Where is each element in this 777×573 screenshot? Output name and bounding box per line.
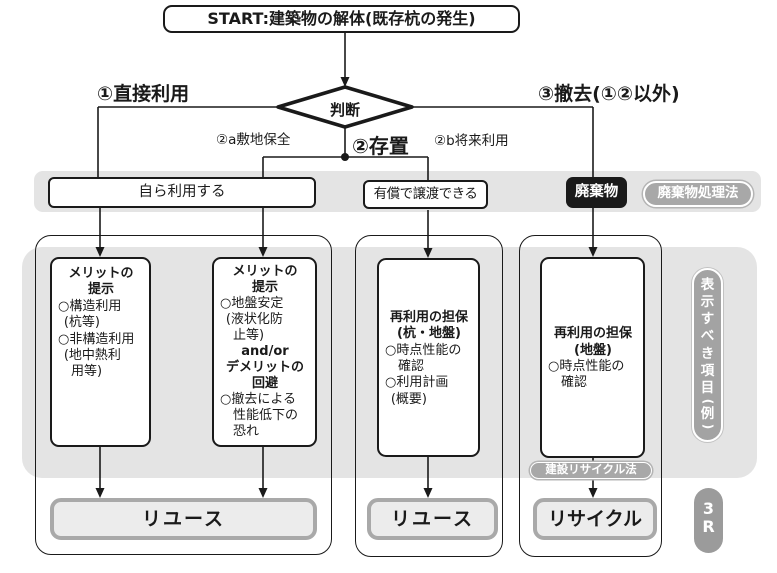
box-heading: デメリットの — [225, 359, 304, 375]
pill-waste-law-label: 廃棄物処理法 — [657, 185, 739, 201]
box-line: ○利用計画 — [385, 375, 449, 391]
box-merit-direct: メリットの 提示 ○構造利用 (杭等) ○非構造利用 (地中熱利 用等) — [50, 257, 151, 447]
decision-label: 判断 — [278, 99, 412, 120]
node-transfer-label: 有償で譲渡できる — [373, 186, 478, 202]
node-reuse-small: リユース — [367, 498, 498, 540]
pill-waste-law: 廃棄物処理法 — [643, 181, 753, 207]
box-heading: 再利用の担保 — [389, 309, 468, 325]
box-line: 確認 — [398, 359, 425, 374]
badge-3r: 3 R — [694, 488, 723, 553]
container-transfer — [355, 235, 503, 557]
pill-display-items-text: 表示すべき項目 — [700, 277, 715, 396]
start-node: START:建築物の解体(既存杭の発生) — [163, 5, 520, 33]
box-line: (概要) — [390, 391, 427, 407]
box-heading: 回避 — [251, 375, 278, 391]
box-connector-label: and/or — [241, 343, 289, 359]
pill-display-items: 表示すべき項目 ( 例 ) — [692, 268, 723, 442]
box-heading: 提示 — [251, 279, 278, 295]
node-waste: 廃棄物 — [566, 177, 627, 208]
vertical-paren-open: ( — [701, 398, 715, 405]
box-line: 確認 — [561, 375, 588, 391]
box-line: 用等) — [71, 364, 103, 380]
node-recycle-label: リサイクル — [547, 508, 643, 530]
branch-label-leave-b: ②b将来利用 — [434, 133, 509, 149]
box-heading: (杭・地盤) — [397, 326, 461, 342]
box-merit-leave: メリットの 提示 ○地盤安定 (液状化防 止等) and/or デメリットの 回… — [212, 257, 317, 447]
box-heading: 再利用の担保 — [553, 326, 632, 342]
box-line: ○時点性能の — [385, 342, 462, 358]
box-heading: 提示 — [87, 282, 114, 298]
box-line: ○構造利用 — [58, 298, 122, 314]
branch-label-leave: ②存置 — [352, 134, 409, 158]
box-line: 止等) — [233, 327, 265, 343]
container-direct-use — [35, 235, 332, 555]
box-heading: (地盤) — [574, 342, 612, 358]
start-label: START:建築物の解体(既存杭の発生) — [207, 9, 476, 28]
box-heading: メリットの — [68, 266, 134, 281]
box-line: (地中熱利 — [63, 347, 121, 363]
box-guarantee-pile-ground: 再利用の担保 (杭・地盤) ○時点性能の 確認 ○利用計画 (概要) — [377, 258, 480, 457]
arrowheads — [95, 77, 598, 498]
vertical-paren-close: ) — [701, 423, 715, 430]
box-line: (液状化防 — [225, 311, 283, 327]
badge-3r-line1: 3 — [702, 499, 715, 518]
box-line: ○時点性能の — [548, 359, 625, 374]
junction-dot — [341, 153, 349, 161]
container-waste — [519, 235, 662, 557]
box-line: 恐れ — [233, 423, 260, 439]
node-transfer: 有償で譲渡できる — [363, 180, 488, 209]
node-reuse-wide: リユース — [50, 498, 317, 540]
box-line: ○撤去による — [220, 391, 296, 407]
pill-construction-recycle-law: 建設リサイクル法 — [530, 462, 652, 479]
branch-label-leave-a: ②a敷地保全 — [216, 132, 291, 148]
box-guarantee-ground: 再利用の担保 (地盤) ○時点性能の 確認 — [540, 257, 645, 458]
node-self-use: 自ら利用する — [48, 177, 316, 208]
decision-label-text: 判断 — [329, 101, 360, 119]
node-reuse-wide-label: リユース — [141, 508, 226, 530]
badge-3r-line2: R — [702, 517, 715, 537]
box-line: ○地盤安定 — [220, 295, 284, 311]
box-line: (杭等) — [63, 315, 100, 331]
node-waste-label: 廃棄物 — [574, 184, 619, 200]
pill-display-items-example: 例 — [700, 405, 715, 422]
box-heading: メリットの — [232, 264, 298, 279]
node-self-use-label: 自ら利用する — [138, 184, 226, 200]
node-reuse-small-label: リユース — [390, 508, 475, 530]
node-recycle: リサイクル — [533, 498, 657, 540]
decision-diamond — [276, 85, 414, 129]
box-line: ○非構造利用 — [58, 331, 135, 347]
branch-label-direct: ①直接利用 — [97, 83, 190, 105]
branch-label-remove: ③撤去(①②以外) — [538, 83, 680, 105]
box-line: 性能低下の — [233, 407, 299, 423]
pill-construction-recycle-law-label: 建設リサイクル法 — [545, 462, 637, 476]
